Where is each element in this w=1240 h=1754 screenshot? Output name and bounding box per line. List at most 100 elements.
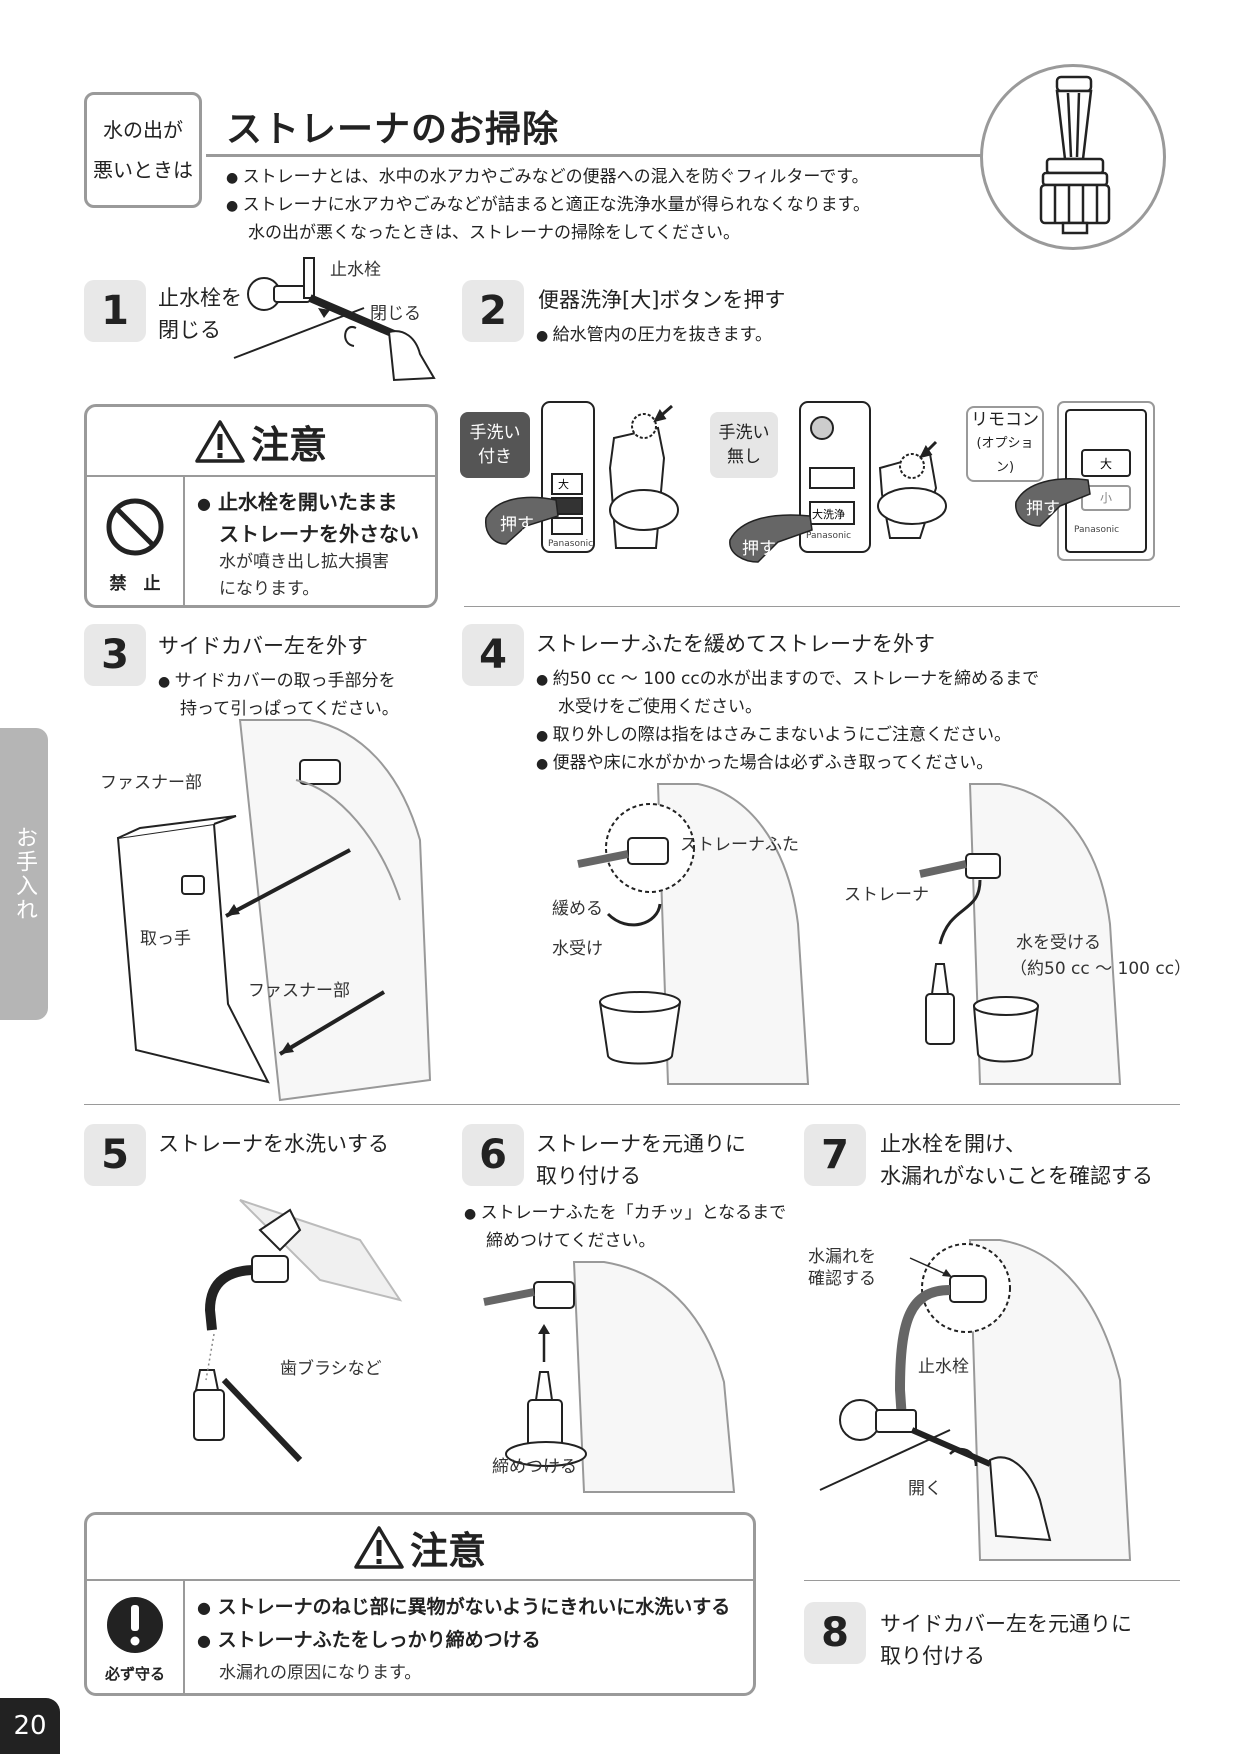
step-1-title: 止水栓を 閉じる: [158, 282, 242, 346]
step-2-number: 2: [462, 280, 524, 342]
step-8-title-line1: サイドカバー左を元通りに: [880, 1612, 1132, 1636]
step-5-washing-illustration: 歯ブラシなど: [193, 1199, 403, 1463]
step-3-handle-label: 取っ手: [140, 929, 191, 949]
caution-box-2: 注意 必ず守る ● ストレーナのねじ部に異物がないようにきれいに水洗いする ● …: [84, 1512, 756, 1696]
step-4-strainer-label: ストレーナ: [844, 885, 929, 905]
step-7-title-line1: 止水栓を開け、: [880, 1132, 1026, 1156]
variant-a-illustration: 大 Panasonic 押す: [485, 401, 679, 553]
step-7-valve-label: 止水栓: [918, 1357, 969, 1377]
step-1-close-label: 閉じる: [370, 304, 421, 324]
variant-b-press-label: 押す: [742, 539, 776, 559]
caution-1-line2: ストレーナを外さない: [219, 522, 419, 546]
step-4-cap-label: ストレーナふた: [680, 835, 799, 855]
step-4-number: 4: [462, 624, 524, 686]
prohibited-label: 禁 止: [109, 574, 161, 594]
step-8-title-line2: 取り付ける: [880, 1644, 985, 1668]
step-4-remove-illustration: ストレーナ 水を受ける （約50 cc ～ 100 cc）: [844, 783, 1191, 1085]
step-3-side-cover-illustration: ファスナー部 取っ手 ファスナー部: [100, 719, 432, 1102]
intro-bullet-2-cont: 水の出が悪くなったときは、ストレーナの掃除をしてください。: [248, 223, 740, 243]
step-1-valve-illustration: 止水栓 閉じる: [233, 257, 436, 382]
page-number: 20: [0, 1698, 60, 1754]
caution-2-line1: ストレーナのねじ部に異物がないようにきれいに水洗いする: [217, 1596, 731, 1618]
step-3-note-2: 持って引っぱってください。: [180, 699, 399, 719]
caution-1-sub1: 水が噴き出し拡大損害: [219, 552, 389, 572]
section-tag-line1: 水の出が: [103, 118, 183, 142]
variant-c-illustration: 大 小 Panasonic 押す: [1015, 401, 1155, 561]
step-3-title: サイドカバー左を外す: [158, 634, 368, 658]
step-1-title-line1: 止水栓を: [158, 286, 242, 310]
step-5-brush-label: 歯ブラシなど: [280, 1358, 382, 1379]
title-underline: [206, 154, 986, 157]
variant-with-washbasin-badge: 手洗い付き: [460, 412, 530, 478]
caution-1-header: 注意: [87, 407, 435, 477]
step-4-loosen-illustration: ストレーナふた 緩める 水受け: [552, 783, 810, 1085]
step-3-notes: サイドカバーの取っ手部分を 持って引っぱってください。: [158, 668, 399, 724]
step-4-catch-label-1: 水を受ける: [1016, 933, 1101, 953]
step-5-number: 5: [84, 1124, 146, 1186]
variant-without-washbasin-badge: 手洗い無し: [710, 412, 778, 478]
section-tag: 水の出が 悪いときは: [84, 92, 202, 208]
step-4-notes: 約50 cc ～ 100 ccの水が出ますので、ストレーナを締めるまで 水受けを…: [536, 666, 1039, 778]
step-5-title: ストレーナを水洗いする: [158, 1132, 389, 1156]
section-tag-line2: 悪いときは: [93, 158, 193, 182]
step-8-title: サイドカバー左を元通りに 取り付ける: [880, 1608, 1132, 1672]
caution-1-sub2: になります。: [219, 579, 320, 599]
caution-2-icon-cell: 必ず守る: [87, 1579, 185, 1693]
divider-step4: [84, 1104, 1180, 1105]
step-6-title-line1: ストレーナを元通りに: [536, 1132, 746, 1156]
variant-a-brand: Panasonic: [548, 539, 593, 549]
variant-b-brand: Panasonic: [806, 531, 851, 541]
caution-1-title: 注意: [250, 422, 327, 467]
variant-a-line2: 付き: [478, 447, 512, 467]
variant-a-large-button: [551, 473, 583, 495]
variant-c-line1: リモコン: [971, 410, 1039, 430]
step-6-number: 6: [462, 1124, 524, 1186]
step-7-open-label: 開く: [908, 1479, 942, 1499]
mandatory-icon: [107, 1597, 163, 1653]
divider-step2: [464, 606, 1180, 607]
variant-a-line1: 手洗い: [469, 423, 521, 443]
step-3-note-1: サイドカバーの取っ手部分を: [158, 668, 399, 696]
step-7-title-line2: 水漏れがないことを確認する: [880, 1164, 1153, 1188]
step-4-note-3: 便器や床に水がかかった場合は必ずふき取ってください。: [536, 750, 1039, 778]
variant-b-line1: 手洗い: [718, 423, 770, 443]
variant-remote-badge: リモコン (オプション): [966, 406, 1044, 482]
step-4-loosen-label: 緩める: [552, 899, 603, 919]
step-6-title: ストレーナを元通りに 取り付ける: [536, 1128, 746, 1192]
step-6-title-line2: 取り付ける: [536, 1164, 641, 1188]
step-1-title-line2: 閉じる: [158, 318, 221, 342]
variant-c-btn-small-label: 小: [1100, 491, 1112, 505]
variant-a-press-label: 押す: [500, 515, 534, 535]
step-1-number: 1: [84, 280, 146, 342]
section-side-tab: お手入れ: [0, 728, 48, 1020]
step-6-notes: ストレーナふたを「カチッ」となるまで 締めつけてください。: [464, 1200, 787, 1256]
step-2-title: 便器洗浄[大]ボタンを押す: [538, 288, 786, 312]
caution-2-header: 注意: [87, 1515, 753, 1581]
step-4-receiver-label: 水受け: [552, 939, 603, 959]
page-title: ストレーナのお掃除: [226, 109, 560, 150]
warning-triangle-icon: [195, 420, 245, 463]
step-7-number: 7: [804, 1124, 866, 1186]
variant-c-brand: Panasonic: [1074, 525, 1119, 535]
step-1-valve-label: 止水栓: [330, 260, 381, 280]
step-7-title: 止水栓を開け、 水漏れがないことを確認する: [880, 1128, 1153, 1192]
step-3-fastener-top-label: ファスナー部: [100, 773, 202, 793]
strainer-circle-illustration: [980, 64, 1166, 250]
caution-1-line1: 止水栓を開いたまま: [217, 490, 398, 514]
variant-c-btn-large-label: 大: [1100, 457, 1112, 471]
variant-b-line2: 無し: [727, 447, 761, 467]
step-7-open-valve-illustration: 水漏れを 確認する 止水栓 開く: [808, 1239, 1132, 1561]
variant-c-line2: (オプション): [976, 436, 1034, 475]
step-6-note-1: ストレーナふたを「カチッ」となるまで: [464, 1200, 787, 1228]
step-4-note-1a: 約50 cc ～ 100 ccの水が出ますので、ストレーナを締めるまで: [536, 666, 1039, 694]
caution-1-icon-cell: 禁 止: [87, 475, 185, 605]
prohibited-icon: [106, 498, 164, 556]
intro-bullet-2: ストレーナに水アカやごみなどが詰まると適正な洗浄水量が得られなくなります。: [226, 192, 870, 220]
caution-1-text: ● 止水栓を開いたまま ストレーナを外さない 水が噴き出し拡大損害 になります。: [197, 487, 433, 603]
intro-bullet-1: ストレーナとは、水中の水アカやごみなどの便器への混入を防ぐフィルターです。: [226, 164, 870, 192]
step-4-note-1b: 水受けをご使用ください。: [558, 697, 762, 717]
variant-b-daisenjo-label: 大洗浄: [812, 507, 845, 521]
variant-a-btn-large-label: 大: [558, 477, 569, 491]
strainer-icon: [1039, 75, 1111, 235]
step-6-tighten-label: 締めつける: [492, 1457, 577, 1477]
